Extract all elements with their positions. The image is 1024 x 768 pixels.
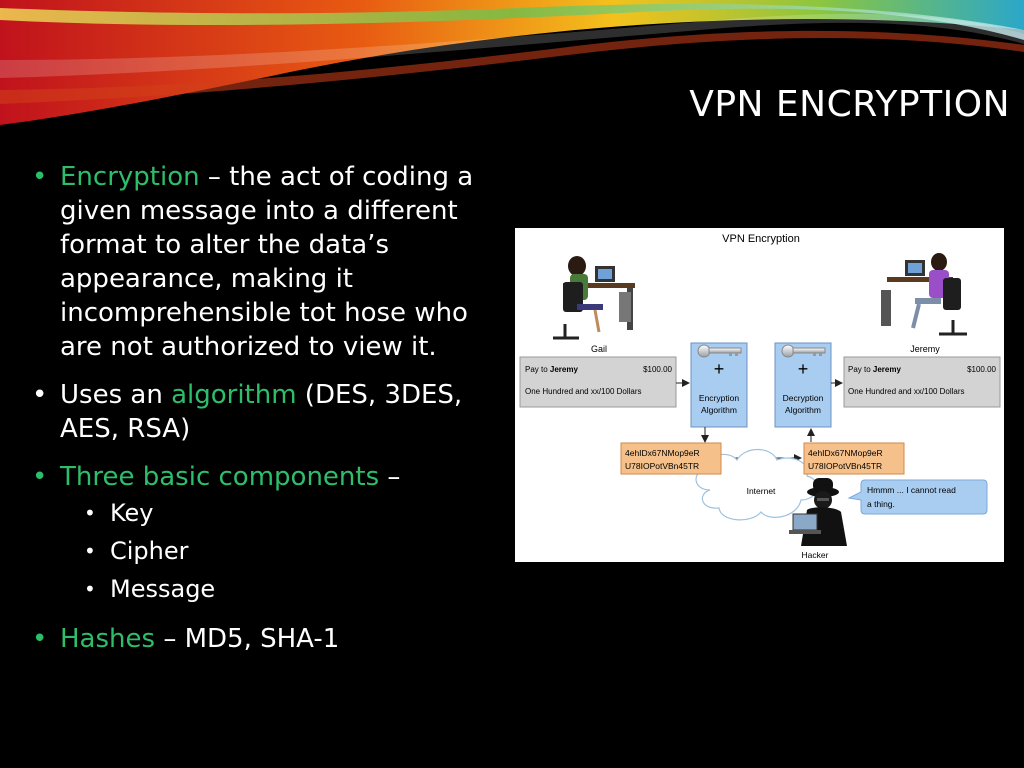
uses-prefix: Uses an	[60, 380, 172, 410]
bullet-algorithm: • Uses an algorithm (DES, 3DES, AES, RSA…	[32, 378, 482, 446]
bubble-line1: Hmmm ... I cannot read	[867, 485, 956, 495]
check-payee: Jeremy	[873, 365, 902, 374]
header-swoosh-decoration	[0, 0, 1024, 125]
hacker-label: Hacker	[802, 550, 829, 560]
term-algorithm: algorithm	[171, 380, 297, 410]
decryption-algorithm-box: + Decryption Algorithm	[774, 342, 832, 428]
ciphertext-line2: U78IOPotVBn45TR	[625, 461, 699, 471]
algo-label-line2: Algorithm	[785, 405, 821, 415]
component-message: •Message	[84, 575, 216, 603]
check-plaintext-left: Pay to Jeremy $100.00 One Hundred and xx…	[519, 356, 677, 408]
slide-title: VPN ENCRYPTION	[689, 84, 1010, 125]
ciphertext-box-right: 4ehIDx67NMop9eR U78IOPotVBn45TR	[803, 442, 905, 475]
bullet-list: • Encryption – the act of coding a given…	[32, 160, 482, 670]
check-amount-words: One Hundred and xx/100 Dollars	[848, 387, 965, 396]
algo-label-line2: Algorithm	[701, 405, 737, 415]
bullet-dot: •	[32, 624, 48, 654]
receiver-name: Jeremy	[910, 344, 940, 354]
key-icon	[697, 344, 742, 358]
check-amount: $100.00	[967, 365, 996, 374]
hashes-examples: – MD5, SHA-1	[155, 624, 340, 654]
algo-label-line1: Decryption	[783, 393, 824, 403]
encryption-algorithm-box: + Encryption Algorithm	[690, 342, 748, 428]
bullet-dot: •	[32, 162, 48, 192]
check-pay-to: Pay to	[848, 365, 873, 374]
hacker-speech-bubble: Hmmm ... I cannot read a thing.	[847, 479, 988, 515]
components-list: •Key •Cipher •Message	[60, 494, 482, 608]
encryption-definition: – the act of coding a given message into…	[60, 162, 474, 362]
check-amount: $100.00	[643, 365, 672, 374]
ciphertext-box-left: 4ehIDx67NMop9eR U78IOPotVBn45TR	[620, 442, 722, 475]
bubble-line2: a thing.	[867, 499, 895, 509]
hacker-figure-icon	[789, 478, 847, 546]
component-label: Cipher	[110, 537, 189, 565]
ciphertext-line1: 4ehIDx67NMop9eR	[625, 448, 700, 458]
sender-name: Gail	[591, 344, 607, 354]
bullet-dot: •	[32, 380, 48, 410]
component-cipher: •Cipher	[84, 537, 189, 565]
vpn-encryption-diagram: VPN Encryption Gail Jeremy Pay to Jeremy…	[515, 228, 1004, 562]
bullet-hashes: • Hashes – MD5, SHA-1	[32, 622, 482, 656]
component-label: Key	[110, 499, 154, 527]
jeremy-workstation-icon	[881, 253, 967, 336]
algorithm-examples: (DES, 3DES, AES, RSA)	[60, 380, 463, 444]
check-amount-words: One Hundred and xx/100 Dollars	[525, 387, 642, 396]
bullet-dot: •	[32, 462, 48, 492]
internet-label: Internet	[747, 486, 776, 496]
component-key: •Key	[84, 499, 154, 527]
diagram-title: VPN Encryption	[722, 233, 800, 245]
gail-workstation-icon	[553, 256, 635, 340]
plus-symbol: +	[798, 359, 809, 379]
check-payee: Jeremy	[550, 365, 579, 374]
svg-text:Pay to Jeremy: Pay to Jeremy	[848, 365, 901, 374]
key-icon	[781, 344, 826, 358]
components-dash: –	[379, 462, 401, 492]
ciphertext-line1: 4ehIDx67NMop9eR	[808, 448, 883, 458]
check-pay-to: Pay to	[525, 365, 550, 374]
bullet-components: • Three basic components – •Key •Cipher …	[32, 460, 482, 608]
algo-label-line1: Encryption	[699, 393, 739, 403]
term-encryption: Encryption	[60, 162, 200, 192]
svg-text:Pay to Jeremy: Pay to Jeremy	[525, 365, 578, 374]
check-plaintext-right: Pay to Jeremy $100.00 One Hundred and xx…	[843, 356, 1001, 408]
term-hashes: Hashes	[60, 624, 156, 654]
term-components: Three basic components	[60, 462, 380, 492]
ciphertext-line2: U78IOPotVBn45TR	[808, 461, 882, 471]
component-label: Message	[110, 575, 216, 603]
bullet-encryption: • Encryption – the act of coding a given…	[32, 160, 482, 364]
plus-symbol: +	[714, 359, 725, 379]
